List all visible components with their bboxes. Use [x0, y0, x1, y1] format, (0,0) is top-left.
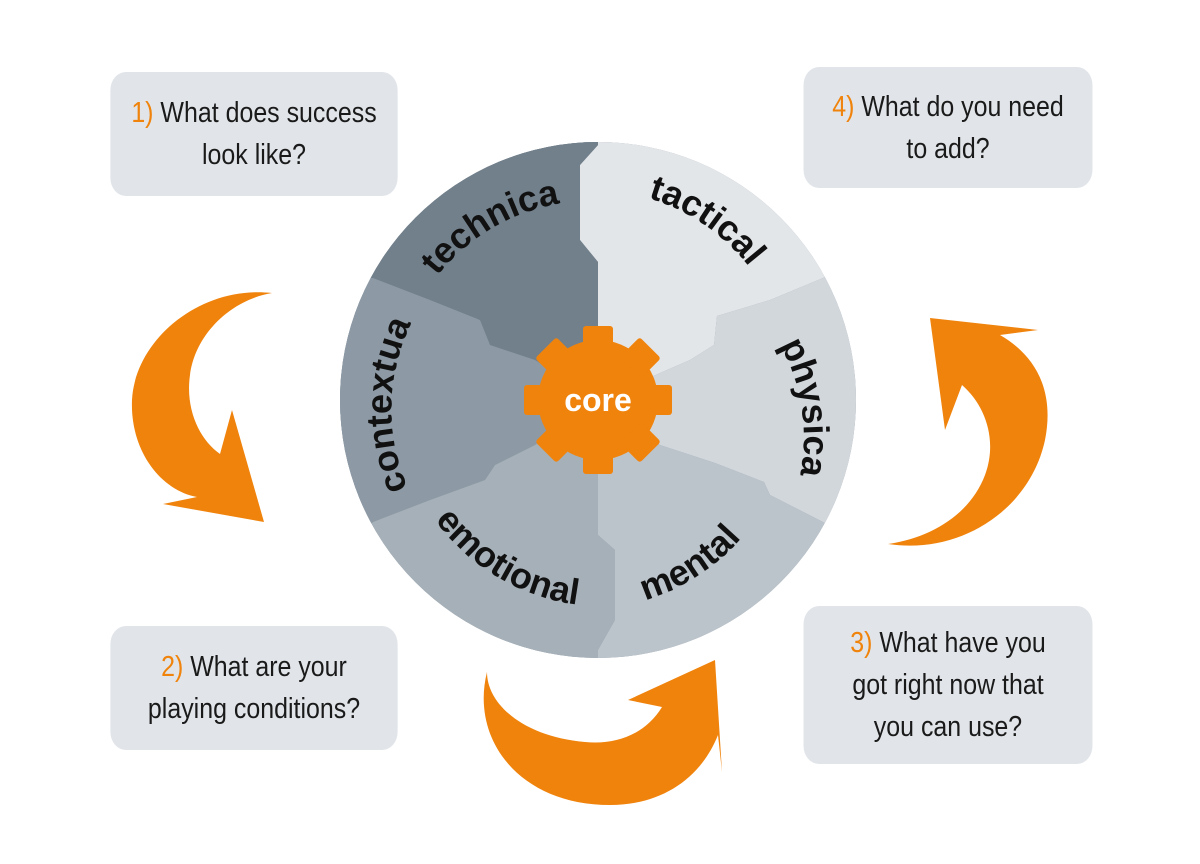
question-4-number: 4)	[832, 90, 855, 123]
question-box-2: 2) What are your playing conditions?	[110, 626, 398, 750]
question-3-line3: you can use?	[873, 711, 1023, 743]
arrow-2-to-3-icon	[483, 660, 722, 805]
question-box-1: 1) What does success look like?	[110, 72, 398, 196]
question-3-line2: got right now that	[852, 669, 1044, 701]
arrow-3-to-4-icon	[888, 318, 1048, 546]
question-box-4: 4) What do you need to add?	[803, 67, 1093, 188]
question-2-line2: playing conditions?	[147, 693, 361, 725]
arrow-1-to-2-icon	[131, 292, 272, 522]
question-3-number: 3)	[850, 627, 873, 659]
question-box-3: 3) What have you got right now that you …	[803, 606, 1093, 764]
core-label: core	[564, 382, 632, 418]
question-1-line1: What does success	[160, 97, 377, 129]
question-2-line1: What are your	[190, 651, 347, 683]
segment-contextual-lower	[340, 278, 598, 560]
question-3-line1: What have you	[879, 627, 1046, 659]
segment-physical	[598, 250, 856, 560]
core-gear-icon	[524, 326, 672, 474]
question-1-number: 1)	[131, 97, 154, 129]
question-4-line2: to add?	[906, 132, 990, 165]
question-1-line2: look like?	[202, 139, 306, 171]
label-technical: technical	[0, 0, 563, 281]
question-4-line1: What do you need	[861, 90, 1064, 123]
question-2-number: 2)	[161, 651, 184, 683]
wheel: core technical tactical physical mental …	[0, 0, 856, 658]
